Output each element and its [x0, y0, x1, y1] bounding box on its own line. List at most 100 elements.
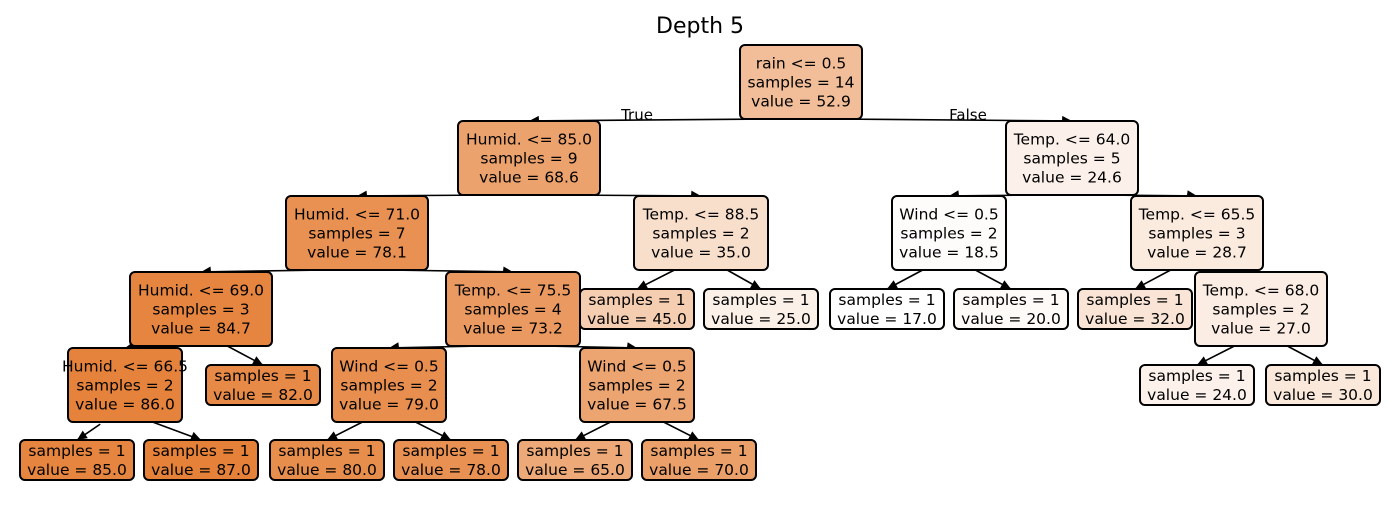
- node-box: [1077, 288, 1193, 330]
- node-box: [143, 439, 259, 481]
- node-box: [739, 44, 863, 120]
- node-value-text: value = 80.0: [277, 461, 377, 479]
- node-value-text: value = 78.0: [401, 461, 501, 479]
- arrowhead-n22-n23: [1135, 280, 1146, 289]
- node-value-text: value = 25.0: [711, 310, 811, 328]
- node-samples-text: samples = 2: [76, 377, 173, 395]
- edge-label-false: False: [949, 106, 987, 124]
- node-samples-text: samples = 1: [588, 291, 685, 309]
- node-box: [67, 347, 183, 423]
- node-samples-text: samples = 1: [402, 442, 499, 460]
- edge-label-true: True: [620, 106, 653, 124]
- arrowhead-n12-n14: [688, 431, 699, 440]
- node-box: [641, 439, 757, 481]
- arrowhead-n19-n21: [1000, 280, 1011, 289]
- node-condition-text: Humid. <= 71.0: [294, 206, 420, 224]
- node-box: [1194, 271, 1328, 347]
- node-value-text: value = 82.0: [213, 386, 313, 404]
- node-samples-text: samples = 2: [588, 377, 685, 395]
- node-value-text: value = 73.2: [463, 319, 563, 337]
- node-box: [829, 288, 945, 330]
- node-value-text: value = 17.0: [837, 310, 937, 328]
- node-value-text: value = 30.0: [1273, 386, 1373, 404]
- node-samples-text: samples = 1: [28, 442, 125, 460]
- node-box: [129, 271, 273, 347]
- node-value-text: value = 79.0: [339, 395, 439, 413]
- node-samples-text: samples = 1: [838, 291, 935, 309]
- node-box: [579, 288, 695, 330]
- node-samples-text: samples = 4: [464, 301, 561, 319]
- node-samples-text: samples = 14: [748, 74, 855, 92]
- arrowhead-n15-n17: [750, 280, 761, 289]
- arrowhead-n15-n16: [637, 280, 648, 289]
- node-value-text: value = 32.0: [1085, 310, 1185, 328]
- node-value-text: value = 65.0: [525, 461, 625, 479]
- node-value-text: value = 70.0: [649, 461, 749, 479]
- node-value-text: value = 24.0: [1147, 386, 1247, 404]
- node-box: [269, 439, 385, 481]
- node-box: [953, 288, 1069, 330]
- node-condition-text: Temp. <= 75.5: [454, 282, 572, 300]
- node-samples-text: samples = 1: [962, 291, 1059, 309]
- node-value-text: value = 52.9: [751, 92, 851, 110]
- node-condition-text: Temp. <= 88.5: [642, 206, 760, 224]
- arrowhead-n9-n11: [440, 431, 451, 440]
- node-condition-text: Temp. <= 68.0: [1202, 282, 1320, 300]
- node-box: [205, 364, 321, 406]
- node-value-text: value = 24.6: [1022, 168, 1122, 186]
- node-condition-text: Wind <= 0.5: [339, 358, 438, 376]
- node-samples-text: samples = 7: [308, 225, 405, 243]
- node-samples-text: samples = 1: [152, 442, 249, 460]
- node-samples-text: samples = 2: [652, 225, 749, 243]
- node-box: [393, 439, 509, 481]
- node-samples-text: samples = 2: [340, 377, 437, 395]
- node-value-text: value = 67.5: [587, 395, 687, 413]
- node-value-text: value = 28.7: [1147, 243, 1247, 261]
- node-value-text: value = 27.0: [1211, 319, 1311, 337]
- node-box: [633, 195, 769, 271]
- node-samples-text: samples = 1: [278, 442, 375, 460]
- node-value-text: value = 45.0: [587, 310, 687, 328]
- node-condition-text: Temp. <= 64.0: [1013, 131, 1131, 149]
- node-condition-text: Humid. <= 69.0: [138, 282, 264, 300]
- node-condition-text: Humid. <= 85.0: [466, 131, 592, 149]
- node-samples-text: samples = 2: [1212, 301, 1309, 319]
- node-samples-text: samples = 1: [526, 442, 623, 460]
- figure-title: Depth 5: [656, 14, 744, 39]
- node-box: [1130, 195, 1264, 271]
- arrowhead-n4-n6: [190, 431, 201, 441]
- node-box: [579, 347, 695, 423]
- node-samples-text: samples = 1: [650, 442, 747, 460]
- node-samples-text: samples = 3: [152, 301, 249, 319]
- node-box: [1139, 364, 1255, 406]
- node-box: [1005, 120, 1139, 196]
- node-box: [703, 288, 819, 330]
- node-value-text: value = 85.0: [27, 461, 127, 479]
- node-value-text: value = 84.7: [151, 319, 251, 337]
- node-value-text: value = 18.5: [899, 243, 999, 261]
- node-condition-text: Humid. <= 66.5: [62, 358, 188, 376]
- node-samples-text: samples = 1: [214, 367, 311, 385]
- node-condition-text: Wind <= 0.5: [587, 358, 686, 376]
